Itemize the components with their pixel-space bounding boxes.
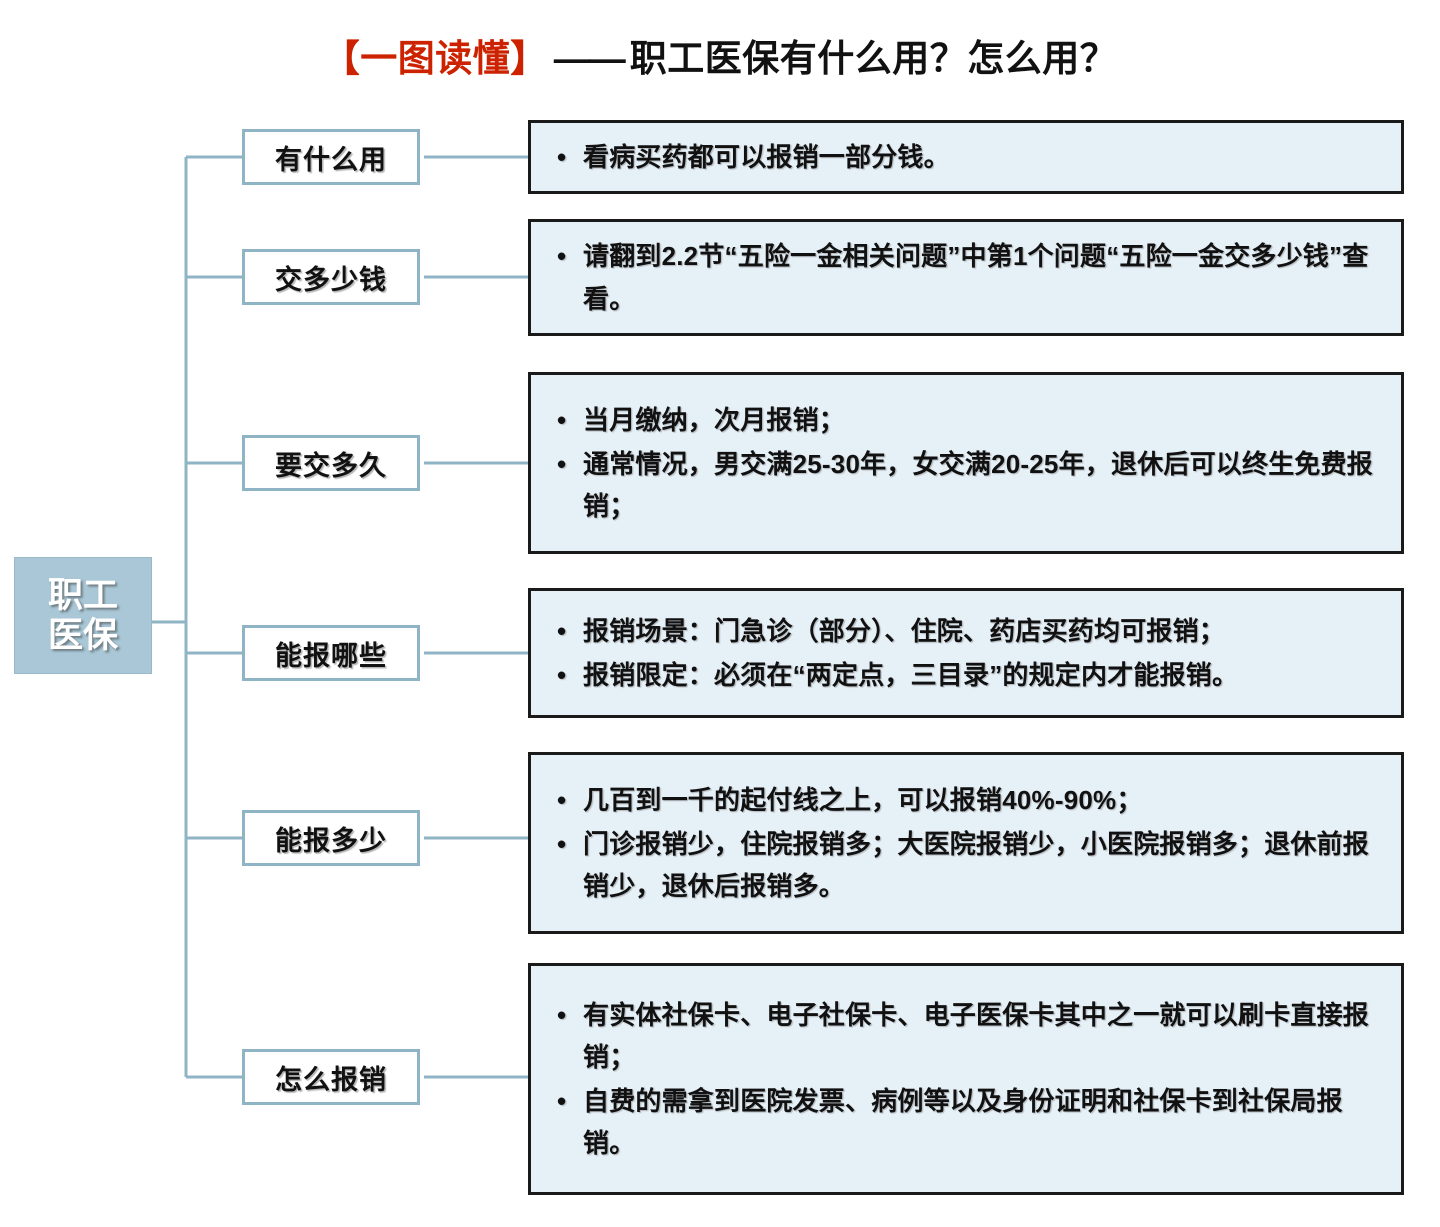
content-bullet-text: 有实体社保卡、电子社保卡、电子医保卡其中之一就可以刷卡直接报销； [583, 999, 1370, 1072]
branch-label-jiaoduoshaoqian[interactable]: 交多少钱 [242, 249, 420, 305]
content-bullet-text: 门诊报销少，住院报销多；大医院报销少，小医院报销多；退休前报销少，退休后报销多。 [583, 828, 1370, 902]
content-list-4: • 报销场景：门急诊（部分）、住院、药店买药均可报销； • 报销限定：必须在“两定点，… [551, 610, 1379, 696]
content-bullet-item: • 有实体社保卡、电子社保卡、电子医保卡其中之一就可以刷卡直接报销； [551, 994, 1379, 1078]
bullet-icon: • [557, 615, 567, 646]
content-box-youshenmeyong[interactable]: • 看病买药都可以报销一部分钱。 [528, 120, 1404, 194]
page-title: 【一图读懂】——职工医保有什么用？怎么用？ [0, 28, 1440, 82]
content-bullet-item: • 报销场景：门急诊（部分）、住院、药店买药均可报销； [551, 610, 1379, 652]
content-bullet-item: • 报销限定：必须在“两定点，三目录”的规定内才能报销。 [551, 654, 1379, 696]
content-box-yaojiaoduojiu[interactable]: • 当月缴纳，次月报销； • 通常情况，男交满25-30年，女交满20-25年，退休后… [528, 372, 1404, 554]
content-bullet-item: • 通常情况，男交满25-30年，女交满20-25年，退休后可以终生免费报销； [551, 443, 1379, 527]
content-bullet-item: • 自费的需拿到医院发票、病例等以及身份证明和社保卡到社保局报销。 [551, 1080, 1379, 1164]
bullet-icon: • [557, 241, 567, 272]
bullet-icon: • [557, 784, 567, 815]
content-bullet-item: • 几百到一千的起付线之上，可以报销40%-90%； [551, 779, 1379, 821]
bullet-icon: • [557, 828, 567, 859]
content-bullet-item: • 门诊报销少，住院报销多；大医院报销少，小医院报销多；退休前报销少，退休后报销多… [551, 823, 1379, 907]
content-bullet-text: 几百到一千的起付线之上，可以报销40%-90%； [583, 784, 1143, 815]
bullet-icon: • [557, 404, 567, 435]
content-list-5: • 几百到一千的起付线之上，可以报销40%-90%； • 门诊报销少，住院报销多；大医… [551, 779, 1379, 907]
content-bullet-item: • 请翻到2.2节“五险一金相关问题”中第1个问题“五险一金交多少钱”查看。 [551, 235, 1379, 319]
bullet-icon: • [557, 999, 567, 1030]
content-bullet-text: 请翻到2.2节“五险一金相关问题”中第1个问题“五险一金交多少钱”查看。 [583, 241, 1369, 314]
root-node[interactable]: 职工 医保 [14, 557, 152, 674]
bullet-icon: • [557, 660, 567, 690]
content-bullet-text: 通常情况，男交满25-30年，女交满20-25年，退休后可以终生免费报销； [583, 448, 1373, 522]
content-box-jiaoduoshaoqian[interactable]: • 请翻到2.2节“五险一金相关问题”中第1个问题“五险一金交多少钱”查看。 [528, 219, 1404, 336]
title-dash: —— [553, 38, 626, 79]
root-node-line-1: 职工 [47, 576, 118, 616]
content-list-1: • 看病买药都可以报销一部分钱。 [551, 136, 1379, 178]
content-bullet-text: 报销场景：门急诊（部分）、住院、药店买药均可报销； [583, 615, 1226, 646]
title-main-text: 职工医保有什么用？怎么用？ [629, 38, 1118, 79]
branch-label-yaojiaoduojiu[interactable]: 要交多久 [242, 435, 420, 491]
content-bullet-item: • 当月缴纳，次月报销； [551, 399, 1379, 441]
content-box-nengbaonaxie[interactable]: • 报销场景：门急诊（部分）、住院、药店买药均可报销； • 报销限定：必须在“两定点，… [528, 588, 1404, 718]
content-bullet-text: 当月缴纳，次月报销； [583, 404, 846, 435]
content-list-6: • 有实体社保卡、电子社保卡、电子医保卡其中之一就可以刷卡直接报销； • 自费的需拿到… [551, 994, 1379, 1164]
branch-label-youshenmeyong[interactable]: 有什么用 [242, 129, 420, 185]
content-box-nengbaoduoshao[interactable]: • 几百到一千的起付线之上，可以报销40%-90%； • 门诊报销少，住院报销多；大医… [528, 752, 1404, 934]
branch-label-nengbaoduoshao[interactable]: 能报多少 [242, 810, 420, 866]
content-bullet-item: • 看病买药都可以报销一部分钱。 [551, 136, 1379, 178]
title-bracket-text: 【一图读懂】 [322, 38, 548, 79]
bullet-icon: • [557, 141, 567, 172]
content-list-2: • 请翻到2.2节“五险一金相关问题”中第1个问题“五险一金交多少钱”查看。 [551, 235, 1379, 319]
branch-label-nengbaonaxie[interactable]: 能报哪些 [242, 625, 420, 681]
content-bullet-text: 报销限定：必须在“两定点，三目录”的规定内才能报销。 [583, 660, 1239, 690]
root-node-line-2: 医保 [47, 615, 118, 655]
content-box-zenmebaoxiao[interactable]: • 有实体社保卡、电子社保卡、电子医保卡其中之一就可以刷卡直接报销； • 自费的需拿到… [528, 963, 1404, 1195]
content-list-3: • 当月缴纳，次月报销； • 通常情况，男交满25-30年，女交满20-25年，退休后… [551, 399, 1379, 527]
content-bullet-text: 看病买药都可以报销一部分钱。 [583, 141, 950, 172]
bullet-icon: • [557, 448, 567, 479]
branch-label-zenmebaoxiao[interactable]: 怎么报销 [242, 1049, 420, 1105]
bullet-icon: • [557, 1086, 567, 1116]
content-bullet-text: 自费的需拿到医院发票、病例等以及身份证明和社保卡到社保局报销。 [583, 1086, 1343, 1159]
